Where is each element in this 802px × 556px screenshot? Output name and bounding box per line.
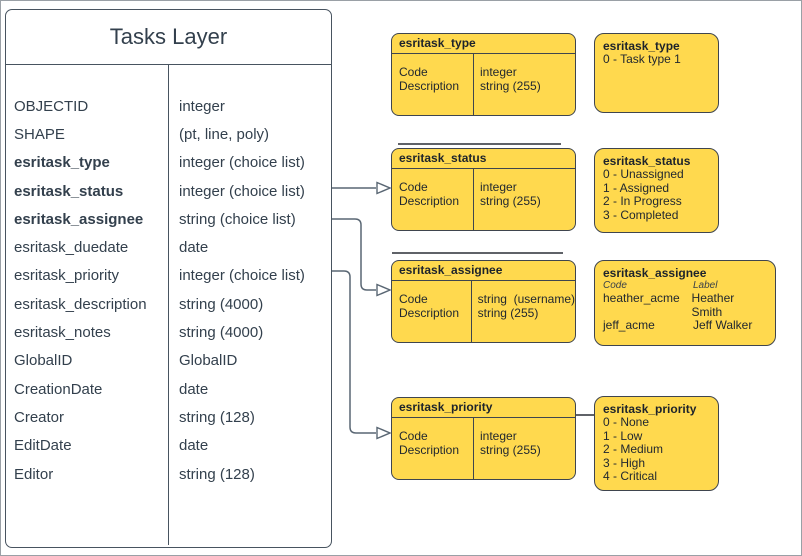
value-box-title: esritask_type: [603, 39, 680, 53]
field-name: esritask_priority: [14, 267, 120, 285]
field-name: SHAPE: [14, 125, 65, 143]
arrowhead-icon: [376, 283, 392, 297]
value-row: heather_acme Heather Smith: [603, 291, 767, 319]
field-name: CreationDate: [14, 380, 103, 398]
field-type: string (choice list): [179, 210, 296, 228]
value-box-title: esritask_status: [603, 154, 691, 168]
value-line: 1 - Low: [603, 428, 643, 443]
value-line: 2 - In Progress: [603, 194, 682, 209]
value-box-esritask-assignee: esritask_assignee Code Label heather_acm…: [594, 260, 776, 346]
field-name: OBJECTID: [14, 97, 89, 115]
field-name: esritask_type: [14, 154, 110, 172]
domain-field-labels: Code Description: [392, 169, 474, 230]
table-row: esritask_notes string (4000): [6, 318, 331, 346]
field-name: esritask_status: [14, 182, 124, 200]
field-type: string (128): [179, 465, 255, 483]
value-box-esritask-priority: esritask_priority 0 - None 1 - Low 2 - M…: [594, 396, 719, 491]
field-type: (pt, line, poly): [179, 125, 270, 143]
field-type: GlobalID: [179, 352, 238, 370]
field-name: esritask_duedate: [14, 239, 129, 257]
field-name: GlobalID: [14, 352, 73, 370]
field-name: Creator: [14, 408, 65, 426]
table-row: esritask_description string (4000): [6, 290, 331, 318]
domain-box-title: esritask_assignee: [392, 261, 575, 281]
domain-field-types: integer string (255): [480, 65, 541, 93]
domain-box-title: esritask_type: [392, 34, 575, 54]
field-name: esritask_notes: [14, 324, 111, 342]
field-type: integer (choice list): [179, 267, 305, 285]
value-box-title: esritask_priority: [603, 402, 697, 416]
table-row: esritask_duedate date: [6, 233, 331, 261]
field-name: Editor: [14, 465, 54, 483]
table-row: esritask_status integer (choice list): [6, 177, 331, 205]
arrowhead-icon: [376, 181, 392, 195]
table-row: OBJECTID integer: [6, 92, 331, 120]
tasks-layer-table: Tasks Layer OBJECTID integer SHAPE (pt, li…: [5, 9, 332, 548]
tasks-layer-body: OBJECTID integer SHAPE (pt, line, poly) es…: [6, 65, 331, 545]
table-row: SHAPE (pt, line, poly): [6, 120, 331, 148]
table-row: Editor string (128): [6, 460, 331, 488]
field-name: EditDate: [14, 437, 72, 455]
value-line: 3 - Completed: [603, 207, 679, 222]
table-row: EditDate date: [6, 432, 331, 460]
field-type: string (4000): [179, 295, 264, 313]
assignee-code: jeff_acme: [603, 318, 655, 333]
field-type: string (128): [179, 408, 255, 426]
field-type: date: [179, 437, 209, 455]
value-line: 3 - High: [603, 455, 646, 470]
value-col-header-code: Code: [603, 280, 627, 291]
value-row: jeff_acme Jeff Walker: [603, 319, 767, 333]
field-type: integer (choice list): [179, 182, 305, 200]
value-box-esritask-type: esritask_type 0 - Task type 1: [594, 33, 719, 113]
column-divider: [168, 65, 169, 545]
assignee-label: Heather Smith: [691, 291, 735, 319]
value-line: 4 - Critical: [603, 469, 658, 484]
edge-assignee: [332, 218, 376, 291]
domain-field-labels: Code Description: [392, 281, 472, 342]
domain-field-labels: Code Description: [392, 54, 474, 115]
tasks-layer-title: Tasks Layer: [6, 10, 331, 65]
table-row: esritask_type integer (choice list): [6, 149, 331, 177]
value-column-headers: Code Label: [603, 280, 767, 292]
domain-box-title: esritask_priority: [392, 398, 575, 418]
domain-field-types: string (username) string (255): [477, 292, 575, 320]
table-row: Creator string (128): [6, 403, 331, 431]
value-box-esritask-status: esritask_status 0 - Unassigned 1 - Assig…: [594, 148, 719, 233]
value-box-title: esritask_assignee: [603, 266, 707, 280]
assignee-label: Jeff Walker: [693, 318, 753, 333]
table-row: esritask_priority integer (choice list): [6, 262, 331, 290]
value-ellipsis: ....: [603, 335, 617, 346]
table-row: esritask_assignee string (choice list): [6, 205, 331, 233]
value-line: 0 - Task type 1: [603, 52, 681, 66]
value-line: 2 - Medium: [603, 442, 664, 457]
value-line: 0 - Unassigned: [603, 167, 684, 181]
domain-box-title: esritask_status: [392, 149, 575, 169]
field-type: string (4000): [179, 324, 264, 342]
value-line: 1 - Assigned: [603, 180, 670, 195]
table-row: CreationDate date: [6, 375, 331, 403]
domain-field-types: integer string (255): [480, 180, 541, 208]
domain-field-labels: Code Description: [392, 418, 474, 479]
arrowhead-icon: [376, 426, 392, 440]
field-type: integer: [179, 97, 225, 115]
field-name: esritask_description: [14, 295, 147, 313]
field-name: esritask_assignee: [14, 210, 144, 228]
value-col-header-label: Label: [693, 280, 718, 291]
table-row: GlobalID GlobalID: [6, 347, 331, 375]
edge-priority: [332, 270, 376, 434]
field-type: integer (choice list): [179, 154, 305, 172]
field-type: date: [179, 239, 209, 257]
domain-field-types: integer string (255): [480, 429, 541, 457]
value-line: 0 - None: [603, 415, 650, 429]
assignee-code: heather_acme: [603, 291, 680, 305]
field-type: date: [179, 380, 209, 398]
